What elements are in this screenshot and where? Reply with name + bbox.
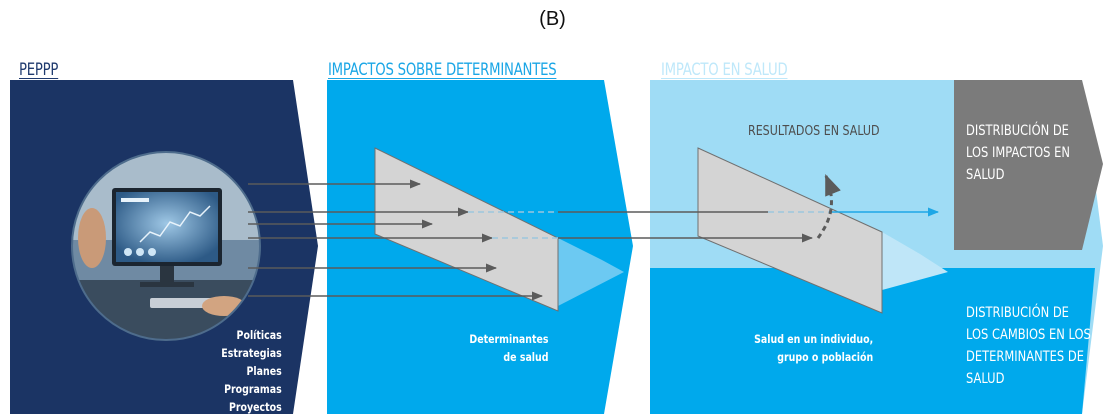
results-label: RESULTADOS EN SALUD — [748, 123, 880, 139]
determinants-title: IMPACTOS SOBRE DETERMINANTES — [328, 60, 557, 80]
list-item: Programas — [224, 382, 282, 396]
dist-impacts-line: DISTRIBUCIÓN DE — [966, 123, 1069, 139]
list-item: Estrategias — [221, 346, 282, 360]
determinants-label-line: de salud — [503, 350, 549, 364]
dist-impacts-line: SALUD — [966, 167, 1005, 183]
determinants-prism-shadow — [558, 238, 624, 306]
policy-arrows — [248, 179, 544, 301]
figure-label: (B) — [539, 8, 566, 30]
dist-changes-line: DETERMINANTES DE — [966, 349, 1084, 365]
list-item: Proyectos — [229, 400, 282, 414]
determinant-to-health-arrows — [468, 207, 940, 243]
dist-changes-line: DISTRIBUCIÓN DE — [966, 305, 1069, 321]
peppp-title: PEPPP — [19, 60, 59, 80]
determinants-label: Determinantes de salud — [452, 330, 549, 366]
dist-changes-line: SALUD — [966, 371, 1005, 387]
determinants-label-line: Determinantes — [469, 332, 549, 346]
health-label-line: Salud en un individuo, — [753, 332, 873, 346]
dist-impacts-box — [954, 80, 1103, 250]
health-lower-band — [650, 268, 1095, 414]
health-impact-title: IMPACTO EN SALUD — [661, 60, 788, 80]
dist-impacts-line: LOS IMPACTOS EN — [966, 145, 1070, 161]
outcome-curve-arrow — [816, 174, 841, 239]
determinants-prism — [374, 147, 559, 312]
health-prism — [697, 147, 883, 314]
list-item: Planes — [246, 364, 282, 378]
list-item: Políticas — [236, 328, 282, 342]
dist-changes-text: DISTRIBUCIÓN DE LOS CAMBIOS EN LOS DETER… — [966, 302, 1105, 390]
dist-impacts-text: DISTRIBUCIÓN DE LOS IMPACTOS EN SALUD — [966, 120, 1089, 186]
health-prism-shadow — [882, 232, 948, 290]
dist-changes-line: LOS CAMBIOS EN LOS — [966, 327, 1091, 343]
peppp-items: Políticas Estrategias Planes Programas P… — [208, 326, 282, 416]
health-label: Salud en un individuo, grupo o población — [728, 330, 873, 366]
health-label-line: grupo o población — [777, 350, 873, 364]
